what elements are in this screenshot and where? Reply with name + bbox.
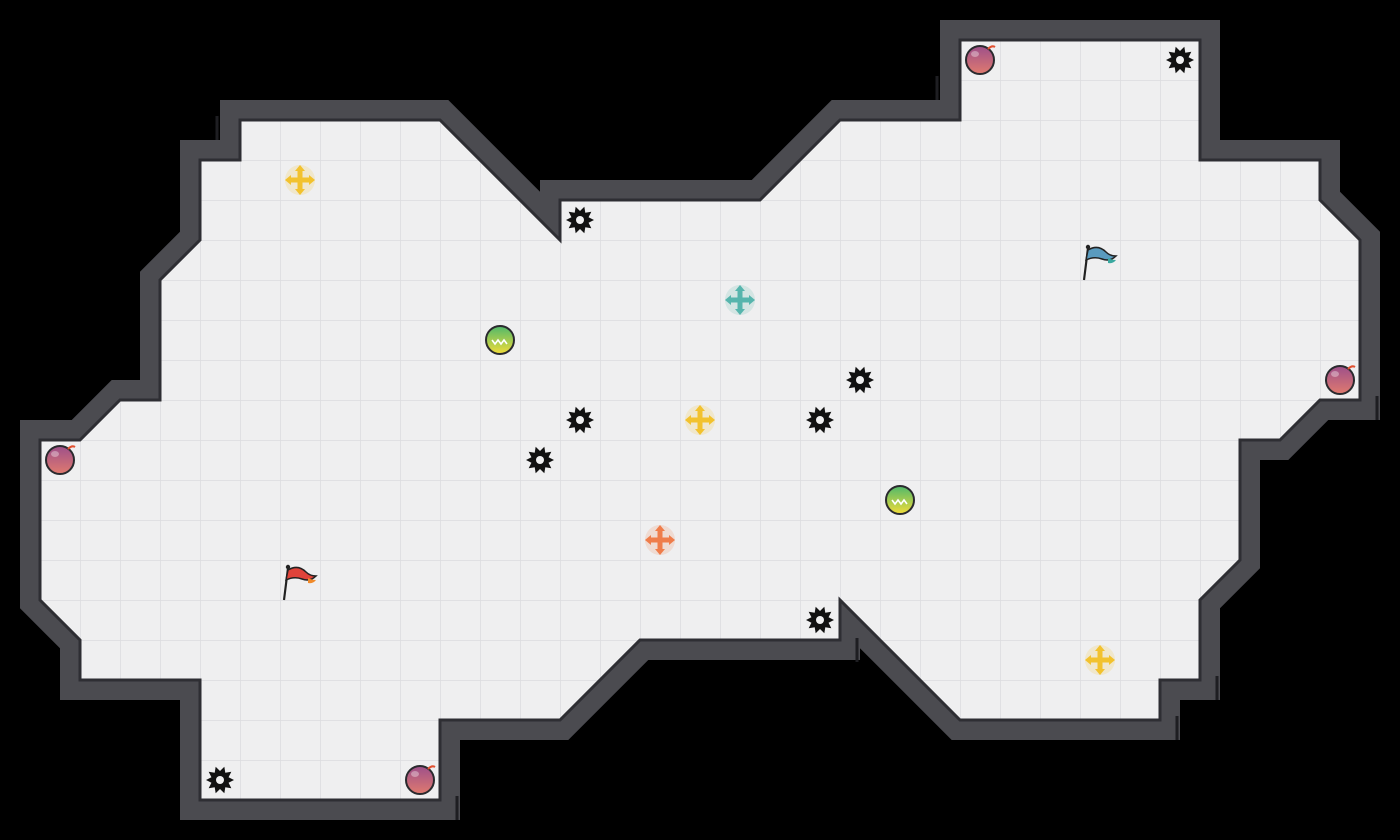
wall-notch: [455, 796, 459, 820]
saw-blade-icon: [566, 206, 594, 234]
wall-notch: [1175, 716, 1179, 740]
saw-blade-icon: [806, 406, 834, 434]
spawn-cross-icon: [685, 405, 715, 435]
wall-notch: [1375, 396, 1379, 420]
spawn-cross-icon: [285, 165, 315, 195]
bomb-icon: [1325, 365, 1356, 395]
object-layer: [45, 45, 1356, 795]
wall-notch: [1215, 676, 1219, 700]
saw-blade-icon: [526, 446, 554, 474]
saw-blade-icon: [806, 606, 834, 634]
wall-notch: [215, 116, 219, 140]
bomb-icon: [45, 445, 76, 475]
speed-orb-icon: [485, 325, 515, 355]
wall-notch: [855, 638, 859, 662]
saw-blade-icon: [1166, 46, 1194, 74]
saw-blade-icon: [206, 766, 234, 794]
team-flag-icon-blue: [1082, 244, 1118, 281]
team-flag-icon-red: [282, 564, 318, 601]
wall-notch: [935, 76, 939, 100]
saw-blade-icon: [846, 366, 874, 394]
saw-blade-icon: [566, 406, 594, 434]
speed-orb-icon: [885, 485, 915, 515]
spawn-cross-icon: [645, 525, 675, 555]
spawn-cross-icon: [1085, 645, 1115, 675]
bomb-icon: [405, 765, 436, 795]
spawn-cross-icon: [725, 285, 755, 315]
bomb-icon: [965, 45, 996, 75]
